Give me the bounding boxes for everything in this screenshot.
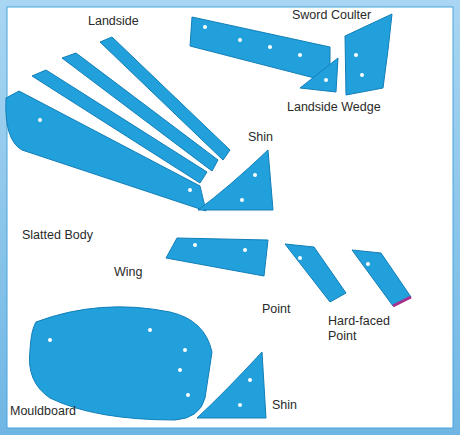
point-part <box>285 244 346 302</box>
bolt-hole <box>324 78 328 82</box>
mouldboard-part <box>29 307 212 420</box>
panel <box>7 7 453 428</box>
bolt-hole <box>48 338 52 342</box>
bolt-hole <box>178 368 182 372</box>
bolt-hole <box>240 198 244 202</box>
bolt-hole <box>53 93 57 97</box>
landside-wedge-part <box>300 58 338 92</box>
bolt-hole <box>298 256 302 260</box>
hard-faced-point-part <box>352 250 411 306</box>
bolt-hole <box>148 328 152 332</box>
landside-part <box>190 17 330 82</box>
hard-facing <box>393 297 411 306</box>
bolt-hole <box>38 118 42 122</box>
part-label: Point <box>262 302 291 317</box>
shin-part <box>197 352 266 418</box>
part-label: Slatted Body <box>22 228 93 243</box>
bolt-hole <box>118 63 122 67</box>
bolt-hole <box>298 53 302 57</box>
bolt-hole <box>203 25 207 29</box>
bolt-hole <box>366 262 370 266</box>
bolt-hole <box>360 73 364 77</box>
bolt-hole <box>238 403 242 407</box>
bolt-hole <box>248 378 252 382</box>
bolt-hole <box>83 78 87 82</box>
part-label: Hard-faced Point <box>328 314 400 344</box>
bolt-hole <box>238 38 242 42</box>
bolt-hole <box>186 393 190 397</box>
shin-part <box>198 150 273 210</box>
part-label: Landside <box>88 14 139 29</box>
bolt-hole <box>183 348 187 352</box>
bolt-hole <box>188 188 192 192</box>
part-label: Wing <box>114 265 142 280</box>
part-label: Shin <box>248 130 273 145</box>
bolt-hole <box>193 243 197 247</box>
slat <box>6 91 206 211</box>
bolt-hole <box>253 173 257 177</box>
wing-part <box>166 238 268 276</box>
part-label: Shin <box>272 398 297 413</box>
bolt-hole <box>354 53 358 57</box>
bolt-hole <box>243 248 247 252</box>
part-label: Landside Wedge <box>287 100 381 115</box>
part-label: Sword Coulter <box>292 8 371 23</box>
sword-coulter-part <box>345 14 392 95</box>
part-label: Mouldboard <box>10 404 76 419</box>
bolt-hole <box>268 45 272 49</box>
